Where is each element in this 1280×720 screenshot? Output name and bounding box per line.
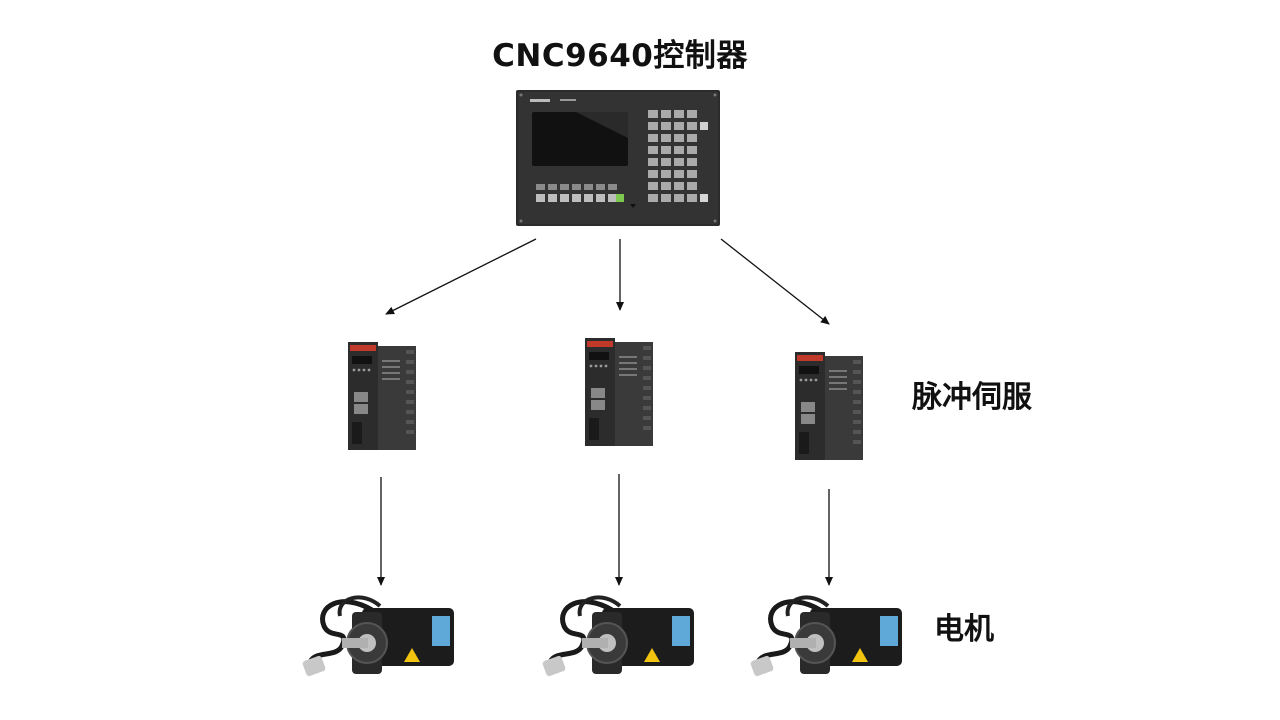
arrow-controller-to-servo-1 bbox=[386, 239, 536, 314]
arrow-controller-to-servo-3 bbox=[721, 239, 829, 324]
pulse-servo-drive-image-3 bbox=[793, 350, 869, 462]
pulse-servo-drive-image-2 bbox=[583, 336, 659, 448]
cnc-controller-image bbox=[516, 90, 720, 226]
servo-motor-image-2 bbox=[542, 588, 700, 680]
pulse-servo-drive-image-1 bbox=[346, 340, 422, 452]
servo-motor-image-3 bbox=[750, 588, 908, 680]
motor-layer-label: 电机 bbox=[934, 604, 994, 648]
servo-motor-image-1 bbox=[302, 588, 460, 680]
servo-layer-label: 脉冲伺服 bbox=[912, 372, 1032, 416]
